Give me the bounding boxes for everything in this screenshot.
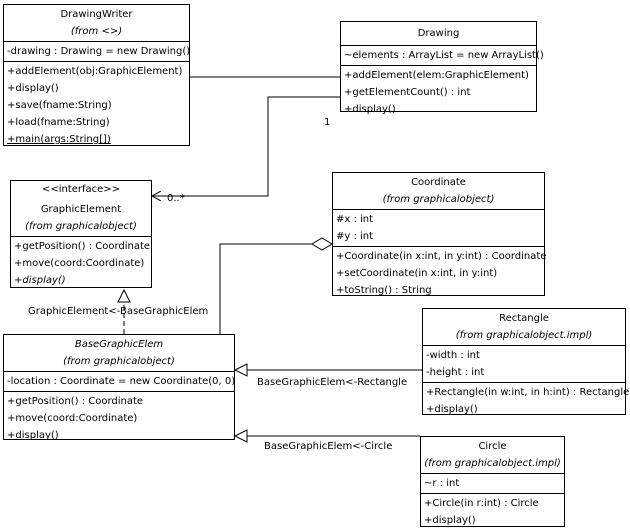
class-circle[interactable]: Circle (from graphicalobject.impl) ~r : … — [420, 436, 565, 527]
class-base-graphic-elem[interactable]: BaseGraphicElem (from graphicalobject) -… — [3, 334, 236, 441]
class-name: Circle — [478, 441, 507, 452]
attributes-section: -drawing : Drawing = new Drawing() — [4, 42, 191, 62]
operation: +Rectangle(in w:int, in h:int) : Rectang… — [426, 387, 630, 398]
class-name: DrawingWriter — [60, 9, 133, 20]
stereotype: <<interface>> — [41, 184, 121, 195]
attribute: -width : int — [426, 350, 480, 361]
operation: +save(fname:String) — [7, 100, 112, 111]
operation: +getPosition() : Coordinate — [7, 396, 144, 407]
generalization-circle-triangle — [233, 429, 248, 443]
attribute: #x : int — [336, 214, 374, 225]
multiplicity-many-label: 0..* — [167, 193, 185, 204]
operation: +getPosition() : Coordinate — [14, 241, 151, 252]
realization-label: GraphicElement<-BaseGraphicElem — [28, 306, 209, 317]
generalization-rectangle-label: BaseGraphicElem<-Rectangle — [257, 377, 408, 388]
operation: +move(coord:Coordinate) — [7, 413, 138, 424]
class-header: DrawingWriter (from <>) — [4, 5, 189, 42]
class-header: BaseGraphicElem (from graphicalobject) — [4, 335, 234, 372]
attribute: ~elements : ArrayList = new ArrayList() — [344, 50, 544, 61]
class-package: (from graphicalobject) — [63, 356, 175, 367]
operation: +toString() : String — [336, 285, 432, 296]
attribute: -height : int — [426, 367, 485, 378]
class-header: Circle (from graphicalobject.impl) — [421, 437, 564, 474]
attributes-section: -width : int -height : int — [423, 346, 625, 383]
multiplicity-one-label: 1 — [324, 117, 331, 128]
operation: +display() — [424, 515, 476, 526]
operation: +Coordinate(in x:int, in y:int) : Coordi… — [336, 251, 547, 262]
operation: +getElementCount() : int — [344, 87, 471, 98]
operation-static: +main(args:String[]) — [7, 134, 111, 145]
composition-coordinate — [219, 243, 312, 334]
composition-diamond — [311, 237, 333, 251]
class-package: (from <>) — [70, 26, 123, 37]
class-package: (from graphicalobject) — [382, 194, 495, 205]
operations-section: +getPosition() : Coordinate +move(coord:… — [4, 392, 234, 445]
class-drawing[interactable]: Drawing ~elements : ArrayList = new Arra… — [340, 21, 544, 115]
class-package: (from graphicalobject.impl) — [455, 330, 593, 341]
operation: +Circle(in r:int) : Circle — [424, 498, 539, 509]
attributes-section: ~elements : ArrayList = new ArrayList() — [341, 46, 544, 66]
class-package: (from graphicalobject.impl) — [424, 458, 561, 469]
generalization-rectangle-triangle — [233, 363, 248, 377]
class-header: <<interface>> GraphicElement (from graph… — [11, 181, 151, 237]
attribute: -location : Coordinate = new Coordinate(… — [7, 376, 236, 387]
operations-section: +Coordinate(in x:int, in y:int) : Coordi… — [333, 247, 547, 300]
operation: +display() — [344, 104, 396, 115]
realization-triangle — [117, 288, 131, 303]
operation: +display() — [7, 430, 59, 441]
class-header: Coordinate (from graphicalobject) — [333, 173, 544, 210]
operation: +display() — [426, 404, 478, 415]
class-name: GraphicElement — [40, 204, 122, 215]
operation: +setCoordinate(in x:int, in y:int) — [336, 268, 498, 279]
operations-section: +Circle(in r:int) : Circle +display() — [421, 494, 564, 530]
class-name: Rectangle — [499, 313, 549, 324]
operation: +load(fname:String) — [7, 117, 110, 128]
class-header: Drawing — [341, 22, 536, 46]
operation: +addElement(elem:GraphicElement) — [344, 70, 529, 81]
operations-section: +getPosition() : Coordinate +move(coord:… — [11, 237, 151, 290]
interface-graphic-element[interactable]: <<interface>> GraphicElement (from graph… — [10, 180, 152, 288]
attributes-section: #x : int #y : int — [333, 210, 544, 247]
operation: +display() — [7, 83, 59, 94]
attribute: #y : int — [336, 231, 374, 242]
operations-section: +Rectangle(in w:int, in h:int) : Rectang… — [423, 383, 630, 419]
association-drawing-graphicelement — [152, 97, 340, 196]
attribute: ~r : int — [424, 478, 460, 489]
attribute: -drawing : Drawing = new Drawing() — [7, 46, 191, 57]
class-name: Coordinate — [411, 177, 466, 188]
class-name: BaseGraphicElem — [74, 339, 164, 350]
class-package: (from graphicalobject) — [25, 221, 137, 232]
attributes-section: -location : Coordinate = new Coordinate(… — [4, 372, 236, 392]
class-drawing-writer[interactable]: DrawingWriter (from <>) -drawing : Drawi… — [3, 4, 190, 146]
operation: +addElement(obj:GraphicElement) — [7, 66, 183, 77]
class-header: Rectangle (from graphicalobject.impl) — [423, 309, 625, 346]
operation-abstract: +display() — [14, 275, 66, 286]
class-rectangle[interactable]: Rectangle (from graphicalobject.impl) -w… — [422, 308, 629, 415]
attributes-section: ~r : int — [421, 474, 564, 494]
operation: +move(coord:Coordinate) — [14, 258, 145, 269]
class-coordinate[interactable]: Coordinate (from graphicalobject) #x : i… — [332, 172, 546, 296]
class-name: Drawing — [417, 28, 460, 39]
generalization-circle-label: BaseGraphicElem<-Circle — [264, 441, 393, 452]
operations-section: +addElement(elem:GraphicElement) +getEle… — [341, 66, 536, 119]
operations-section: +addElement(obj:GraphicElement) +display… — [4, 62, 189, 149]
